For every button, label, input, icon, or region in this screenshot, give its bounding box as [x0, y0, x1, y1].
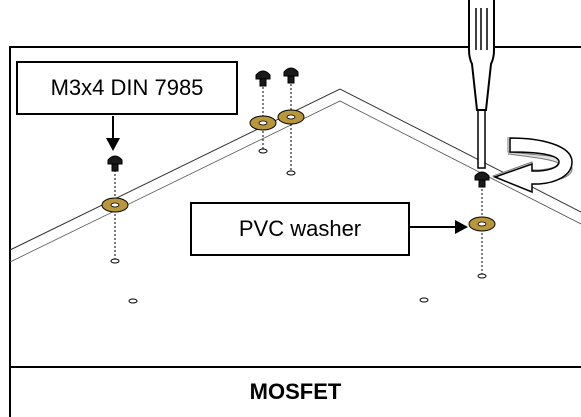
screw	[107, 155, 123, 172]
rotation-arrow-icon	[491, 137, 573, 194]
hole	[128, 298, 138, 304]
washer	[277, 109, 305, 125]
diagram-caption: MOSFET	[249, 379, 342, 404]
leader-arrowhead-screw	[106, 138, 120, 151]
washer	[249, 115, 277, 131]
screw	[255, 70, 271, 87]
arrow-body	[492, 137, 573, 194]
screw	[474, 171, 490, 188]
hole	[477, 273, 487, 279]
panel-edge	[9, 88, 581, 251]
hole	[110, 258, 120, 264]
washer-label: PVC washer	[190, 202, 410, 256]
washers	[101, 109, 496, 232]
washer	[468, 216, 496, 232]
screws	[107, 67, 490, 188]
diagram-frame	[9, 46, 581, 417]
screw	[283, 67, 299, 84]
hole	[419, 297, 429, 303]
hole	[286, 170, 296, 176]
leader-arrowhead-washer	[455, 220, 468, 234]
leader-arrows	[106, 116, 468, 234]
screw-label: M3x4 DIN 7985	[16, 61, 238, 115]
hole	[258, 148, 268, 154]
washer	[101, 197, 129, 213]
mounting-holes	[110, 148, 487, 304]
screwdriver-icon	[468, 0, 495, 169]
